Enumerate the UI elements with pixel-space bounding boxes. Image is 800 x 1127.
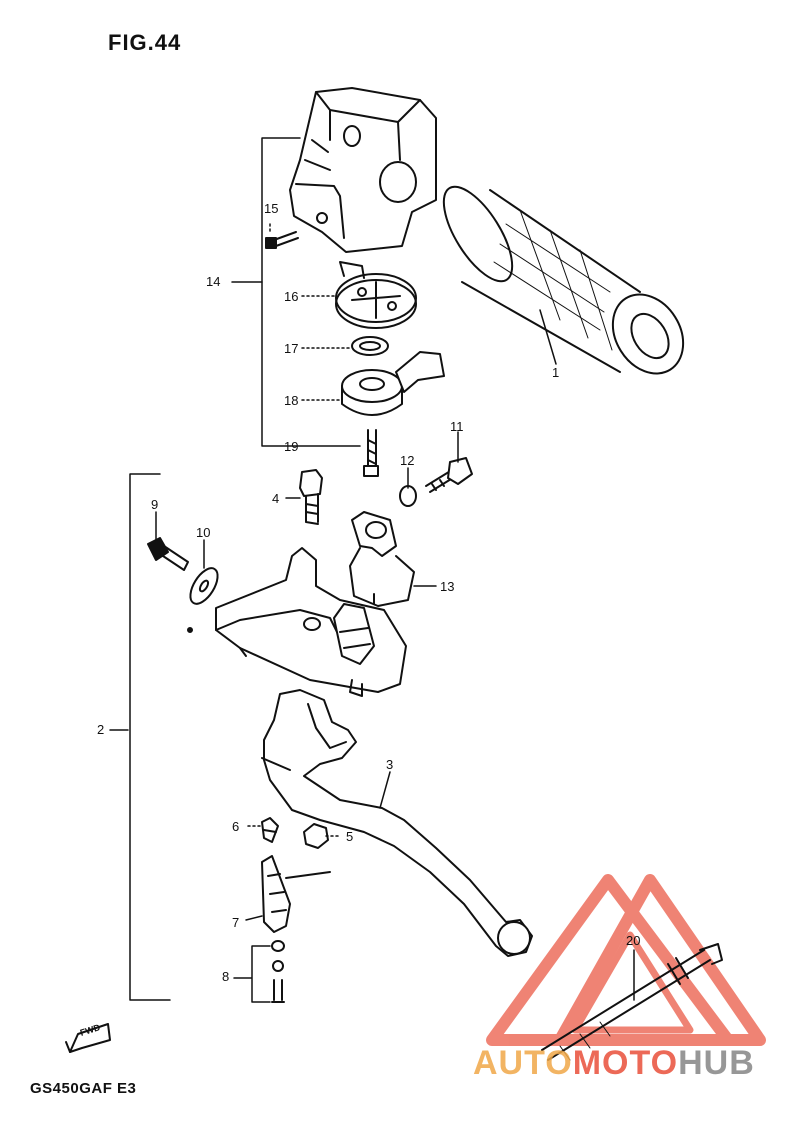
callout-14: 14 bbox=[206, 274, 221, 289]
callout-15: 15 bbox=[264, 201, 279, 216]
callout-2: 2 bbox=[97, 722, 105, 737]
bolt-6 bbox=[261, 817, 279, 843]
bolt-9 bbox=[147, 537, 189, 571]
switch-housing bbox=[289, 87, 437, 253]
washer-12 bbox=[399, 485, 417, 507]
watermark-text: AUTOMOTOHUB bbox=[473, 1044, 755, 1083]
nut-5 bbox=[303, 823, 329, 849]
callout-7: 7 bbox=[232, 915, 240, 930]
callout-12: 12 bbox=[400, 453, 415, 468]
figure-title: FIG.44 bbox=[108, 30, 182, 55]
model-code: GS450GAF E3 bbox=[30, 1080, 137, 1097]
callout-4: 4 bbox=[272, 491, 280, 506]
callout-13: 13 bbox=[440, 579, 455, 594]
adjuster-7 bbox=[261, 855, 331, 933]
callout-19: 19 bbox=[284, 439, 299, 454]
switch-knob-18 bbox=[341, 351, 445, 416]
watermark-logo-icon bbox=[486, 874, 766, 1046]
fwd-arrow-icon bbox=[65, 1023, 111, 1053]
callout-3: 3 bbox=[386, 757, 394, 772]
watermark-part-b: MOTO bbox=[572, 1044, 679, 1082]
clutch-lever-3 bbox=[261, 689, 533, 957]
callout-6: 6 bbox=[232, 819, 240, 834]
callout-20: 20 bbox=[626, 933, 641, 948]
watermark-part-c: HUB bbox=[678, 1044, 755, 1082]
callout-leaders bbox=[109, 137, 635, 1003]
callout-17: 17 bbox=[284, 341, 299, 356]
callout-10: 10 bbox=[196, 525, 211, 540]
spring-17 bbox=[351, 336, 389, 356]
switch-plate-16 bbox=[335, 261, 417, 329]
callout-1: 1 bbox=[552, 365, 560, 380]
bolt-set-8 bbox=[271, 940, 285, 1003]
callout-18: 18 bbox=[284, 393, 299, 408]
cable-20 bbox=[541, 943, 723, 1061]
callout-16: 16 bbox=[284, 289, 299, 304]
bolt-4 bbox=[299, 469, 323, 525]
washer-10 bbox=[189, 567, 219, 605]
callout-9: 9 bbox=[151, 497, 159, 512]
screw-19 bbox=[363, 429, 379, 477]
lever-bracket bbox=[187, 547, 407, 697]
callout-8: 8 bbox=[222, 969, 230, 984]
bolt-11 bbox=[425, 457, 473, 493]
callout-11: 11 bbox=[450, 419, 464, 434]
handle-grip bbox=[442, 185, 685, 375]
callout-5: 5 bbox=[346, 829, 354, 844]
screw-15 bbox=[265, 231, 299, 249]
clamp-13 bbox=[349, 511, 415, 607]
watermark-part-a: AUTO bbox=[473, 1044, 573, 1082]
